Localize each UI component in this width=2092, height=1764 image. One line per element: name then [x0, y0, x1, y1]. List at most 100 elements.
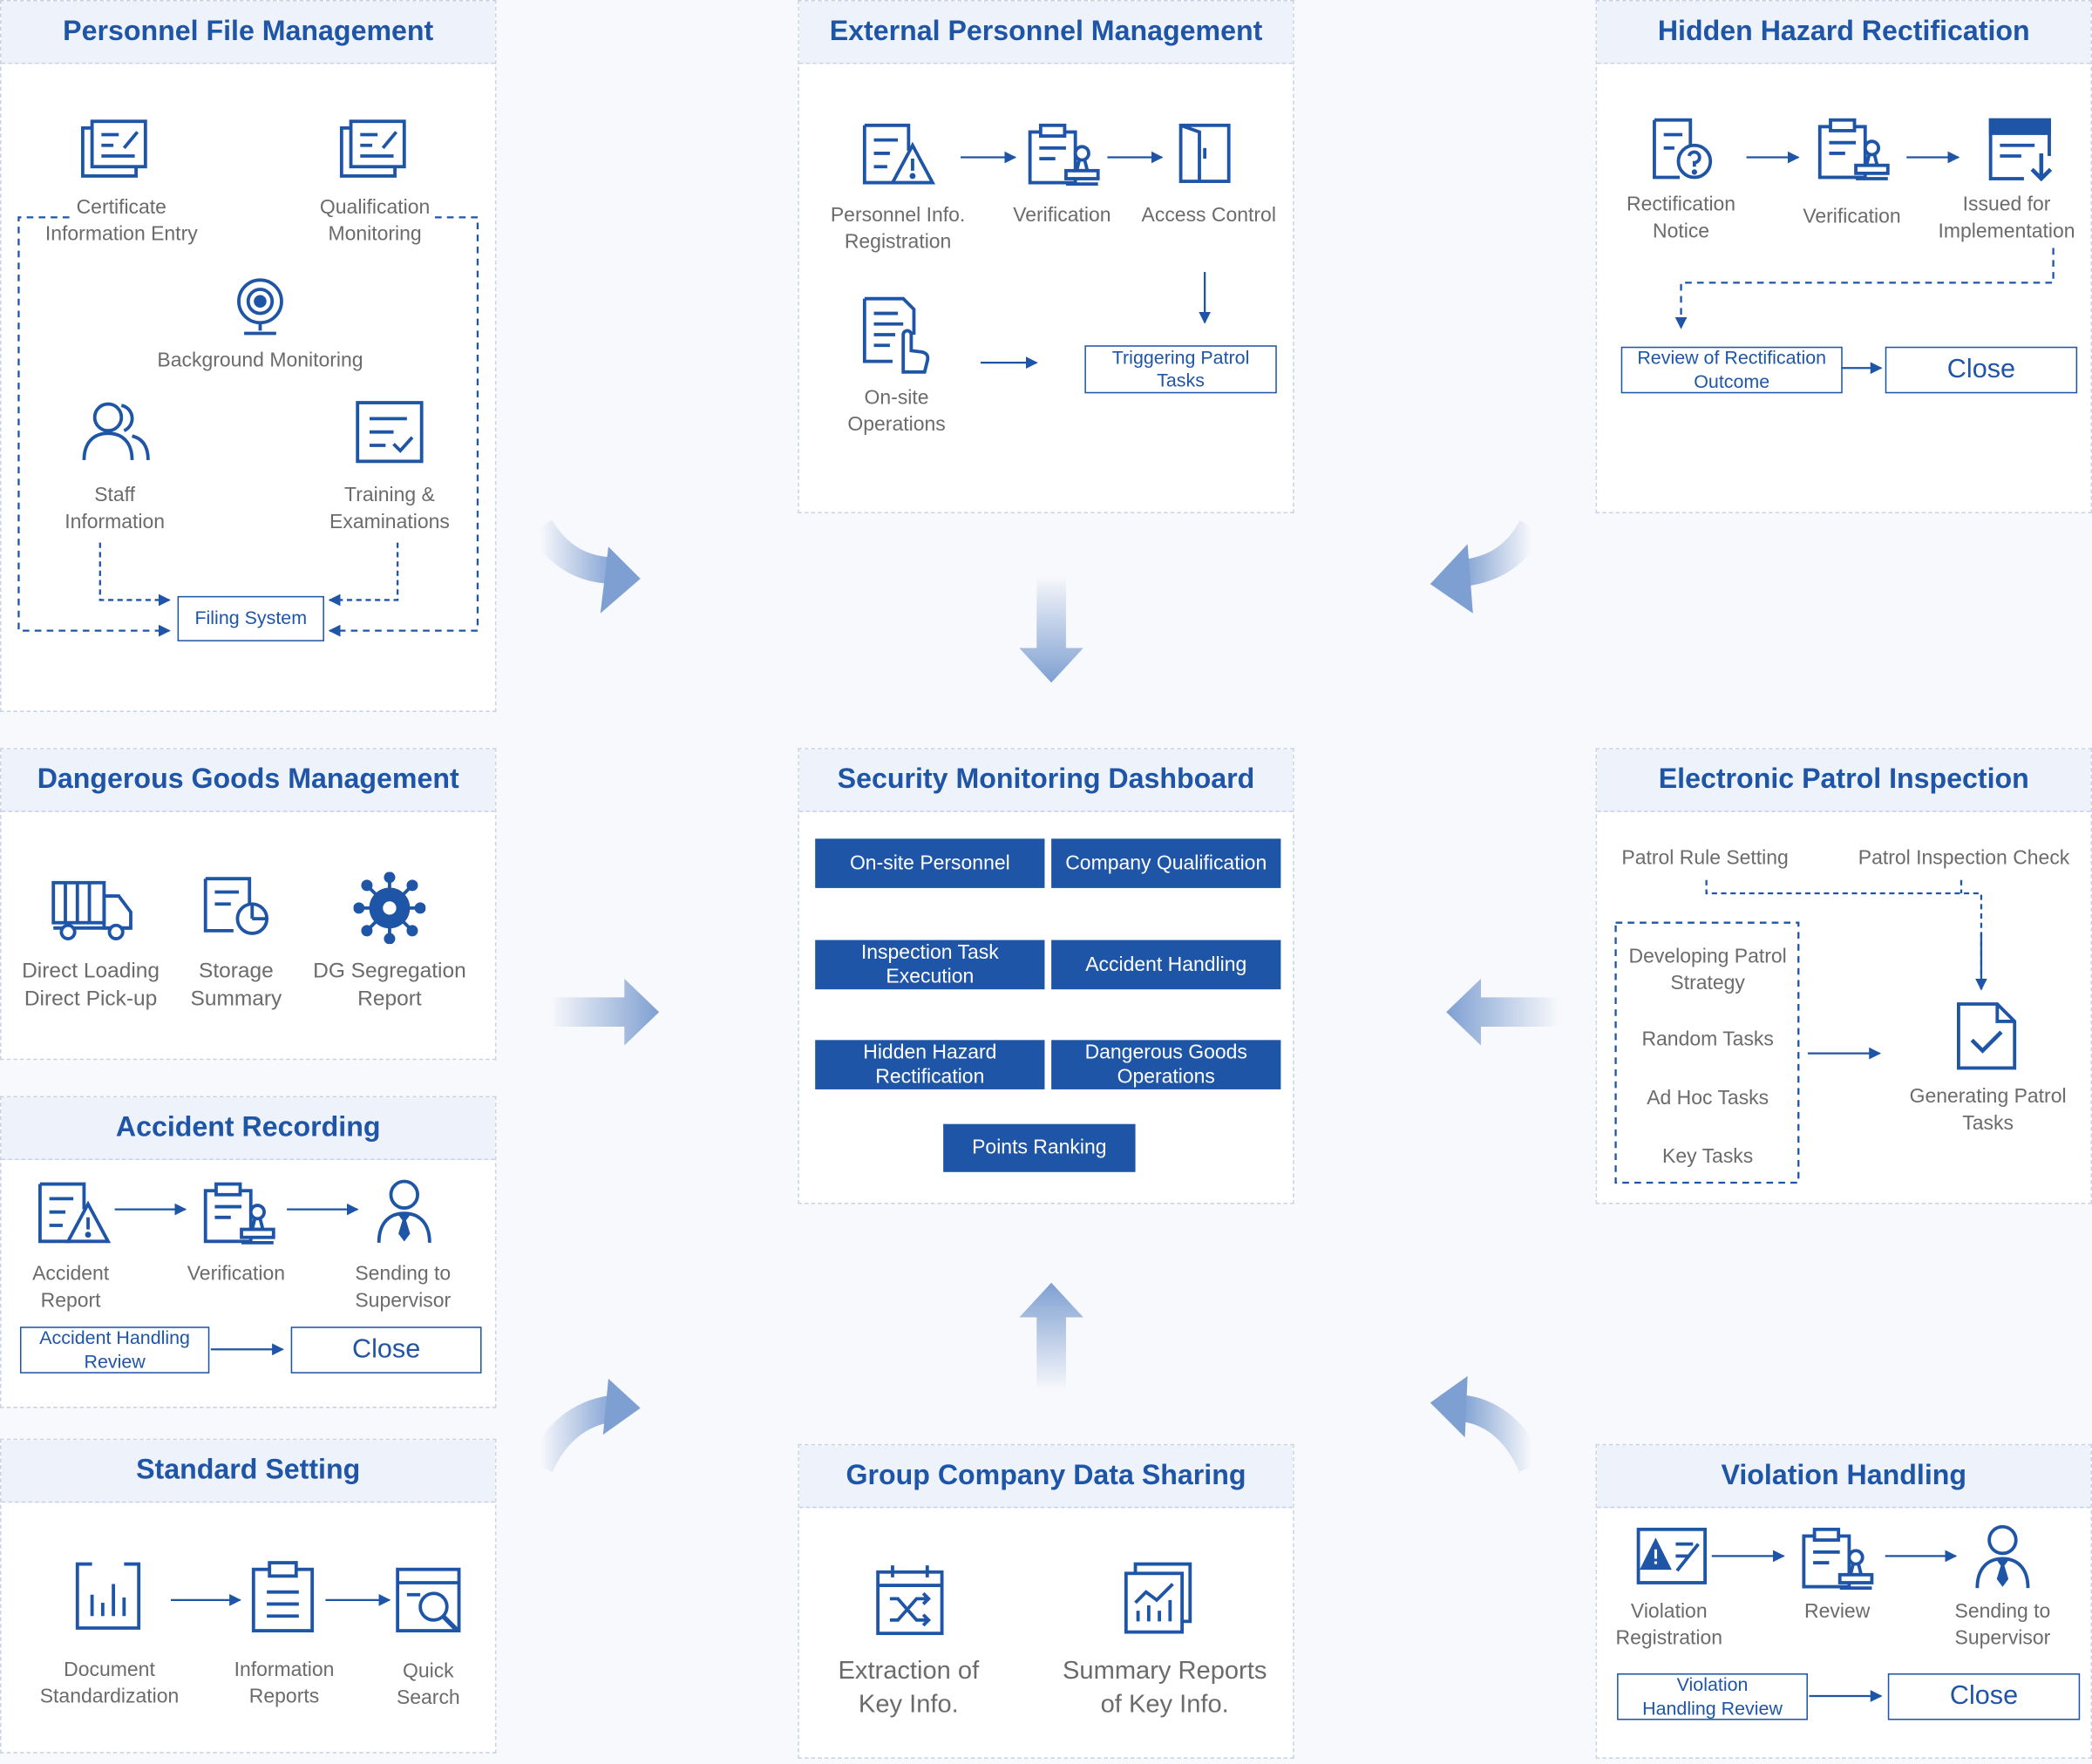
training-icon: [354, 398, 426, 465]
flow-arrow-curve-bl-head: [602, 1378, 641, 1435]
violation-supervisor-icon: [1973, 1523, 2032, 1592]
accident-alert-icon: [36, 1180, 112, 1246]
hidden-hazard-title: Hidden Hazard Rectification: [1597, 1, 2091, 64]
door-icon: [1175, 121, 1233, 185]
flow-arrow-down: [1019, 575, 1083, 683]
flow-arrow-up: [1019, 1282, 1083, 1391]
webcam-icon: [231, 275, 289, 338]
personnel-file-title: Personnel File Management: [1, 1, 495, 64]
supervisor-icon: [375, 1177, 433, 1247]
flow-arrow-curve-br-head: [1430, 1375, 1468, 1438]
flow-arrow-curve-tr-head: [1430, 544, 1473, 614]
report-chart-icon: [1122, 1560, 1194, 1638]
random-tasks-label: Random Tasks: [1641, 1028, 1774, 1051]
search-doc-icon: [394, 1565, 466, 1638]
patrol-rule-setting-label: Patrol Rule Setting: [1621, 846, 1789, 870]
electronic-patrol-panel: Electronic Patrol Inspection Patrol Rule…: [1595, 748, 2092, 1204]
flow-arrow-right: [549, 978, 660, 1046]
onsite-personnel-box: On-site Personnel: [815, 838, 1045, 888]
dangerous-goods-title: Dangerous Goods Management: [1, 749, 495, 812]
calendar-shuffle-icon: [874, 1563, 947, 1638]
key-tasks-label: Key Tasks: [1662, 1145, 1754, 1169]
adhoc-tasks-label: Ad Hoc Tasks: [1647, 1086, 1769, 1109]
staff-to-filing: [98, 542, 171, 607]
accident-handling-box: Accident Handling: [1051, 940, 1281, 990]
staff-icon: [81, 398, 151, 462]
storage-chart-icon: [201, 875, 274, 939]
rule-to-generating-arrow: [1705, 879, 1983, 990]
certificate-icon: [78, 119, 153, 182]
accident-recording-title: Accident Recording: [1, 1097, 495, 1161]
onsite-hand-icon: [860, 295, 935, 377]
bar-chart-doc-icon: [73, 1560, 143, 1632]
standard-setting-title: Standard Setting: [1, 1440, 495, 1503]
flow-arrow-left: [1446, 978, 1559, 1046]
flow-arrow-curve-tl: [528, 519, 617, 585]
external-personnel-panel: External Personnel Management Personnel …: [798, 0, 1294, 514]
training-exams-label: Training &Examinations: [329, 484, 450, 533]
accident-verification-label: Verification: [187, 1262, 286, 1286]
patrol-inspection-check-label: Patrol Inspection Check: [1858, 846, 2070, 870]
personnel-registration-label: Personnel Info.Registration: [830, 204, 966, 253]
background-monitoring-label: Background Monitoring: [157, 349, 363, 372]
filing-loop-left: [17, 216, 171, 637]
checked-doc-icon: [1954, 1000, 2018, 1072]
violation-review-label: Review: [1803, 1599, 1871, 1623]
clipboard-icon: [249, 1560, 316, 1635]
group-sharing-panel: Group Company Data Sharing Extraction of…: [798, 1443, 1294, 1759]
issued-download-icon: [1987, 116, 2061, 186]
flow-arrow-curve-br: [1458, 1394, 1545, 1473]
points-ranking-box: Points Ranking: [943, 1123, 1136, 1172]
electronic-patrol-title: Electronic Patrol Inspection: [1597, 749, 2091, 812]
flow-arrow-curve-tl-head: [600, 546, 641, 614]
qualification-icon: [337, 119, 412, 182]
virus-icon: [353, 872, 426, 945]
violation-title: Violation Handling: [1597, 1445, 2091, 1509]
filing-loop-right: [328, 216, 479, 637]
registration-alert-icon: [860, 121, 935, 187]
accident-verification-icon: [201, 1180, 276, 1246]
dangerous-goods-panel: Dangerous Goods Management Direct Loadin…: [0, 748, 497, 1061]
task-types-dashed-box: [1614, 921, 1800, 1184]
hazard-close-box: Close: [1885, 346, 2078, 394]
hazard-verification-icon: [1816, 116, 1891, 182]
question-doc-icon: [1650, 116, 1714, 182]
dashboard-panel: Security Monitoring Dashboard On-site Pe…: [798, 748, 1294, 1204]
group-sharing-title: Group Company Data Sharing: [798, 1445, 1294, 1509]
issued-to-review-arrow: [1674, 248, 2055, 329]
external-personnel-title: External Personnel Management: [798, 1, 1294, 64]
training-to-filing: [328, 542, 399, 607]
violation-register-icon: [1634, 1525, 1709, 1589]
hidden-hazard-panel: Hidden Hazard Rectification Rectificatio…: [1595, 0, 2092, 514]
company-qualification-box: Company Qualification: [1051, 838, 1281, 888]
flow-arrow-curve-tr: [1459, 519, 1544, 587]
access-control-label: Access Control: [1141, 204, 1276, 227]
